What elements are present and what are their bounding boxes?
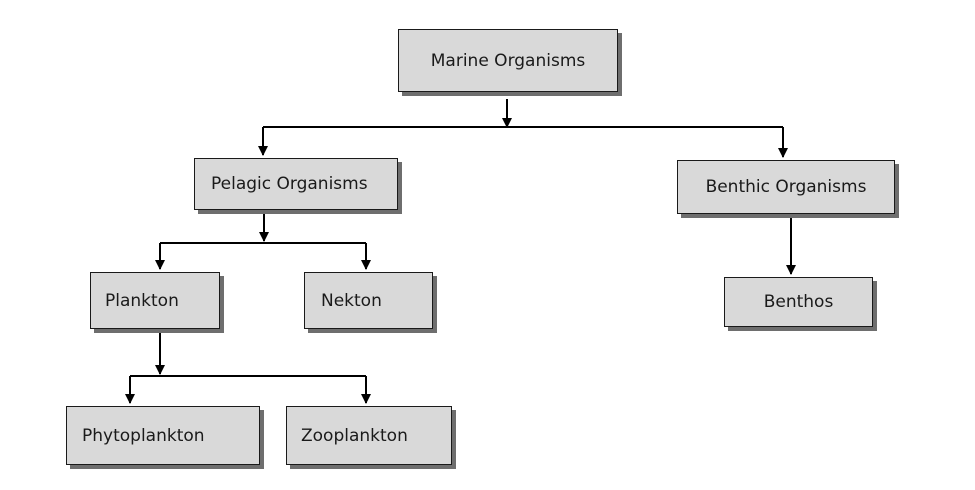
node-label: Nekton — [321, 290, 382, 311]
node-label: Benthos — [763, 292, 834, 312]
node-marine-organisms: Marine Organisms — [398, 29, 618, 92]
node-phytoplankton: Phytoplankton — [66, 406, 260, 465]
node-label: Marine Organisms — [430, 50, 586, 71]
node-label: Plankton — [105, 290, 179, 311]
node-benthic-organisms: Benthic Organisms — [677, 160, 895, 214]
node-label: Phytoplankton — [82, 425, 205, 446]
node-pelagic-organisms: Pelagic Organisms — [194, 158, 398, 210]
node-label: Zooplankton — [301, 425, 408, 446]
node-zooplankton: Zooplankton — [286, 406, 452, 465]
node-plankton: Plankton — [90, 272, 220, 329]
node-nekton: Nekton — [304, 272, 433, 329]
node-benthos: Benthos — [724, 277, 873, 327]
node-label: Benthic Organisms — [705, 177, 867, 197]
node-label: Pelagic Organisms — [211, 174, 368, 194]
